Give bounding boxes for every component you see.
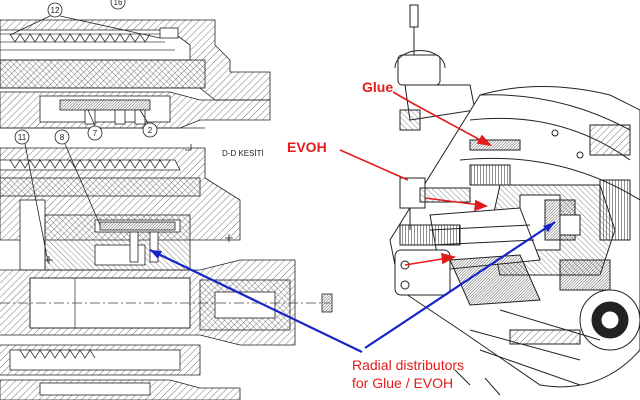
balloon-12: 12: [9, 2, 161, 39]
evoh-leader: [339, 149, 409, 181]
evoh-flow-2: [404, 257, 449, 266]
glue-label: Glue: [362, 79, 393, 95]
svg-text:12: 12: [51, 6, 60, 15]
balloon-callouts: 12 16 7 2 11 8: [9, 0, 161, 263]
pointer-left: [149, 249, 363, 353]
balloon-16: 16: [110, 0, 126, 10]
cutaway-3d: [389, 4, 640, 396]
pointer-right: [364, 221, 556, 349]
pointer-heads: [150, 222, 555, 259]
pointer-lines: [149, 221, 556, 353]
radial-distributors-note-line2: for Glue / EVOH: [352, 375, 453, 391]
balloon-11: 11: [14, 129, 49, 263]
section-label: D-D KESİTİ: [222, 149, 264, 158]
balloon-7: 7: [87, 109, 103, 141]
svg-text:8: 8: [60, 133, 65, 142]
svg-text:2: 2: [148, 126, 153, 135]
glue-leader: [392, 91, 413, 104]
svg-text:11: 11: [18, 133, 27, 142]
glue-flow: [411, 102, 485, 143]
flow-arrows: [339, 91, 493, 266]
balloon-8: 8: [54, 129, 101, 226]
balloon-2: 2: [139, 109, 158, 138]
radial-distributors-note-line1: Radial distributors: [352, 357, 464, 373]
section-drawing: [0, 19, 333, 400]
svg-text:16: 16: [114, 0, 123, 7]
evoh-flow-1: [424, 197, 481, 206]
evoh-label: EVOH: [287, 139, 327, 155]
svg-text:7: 7: [93, 129, 98, 138]
